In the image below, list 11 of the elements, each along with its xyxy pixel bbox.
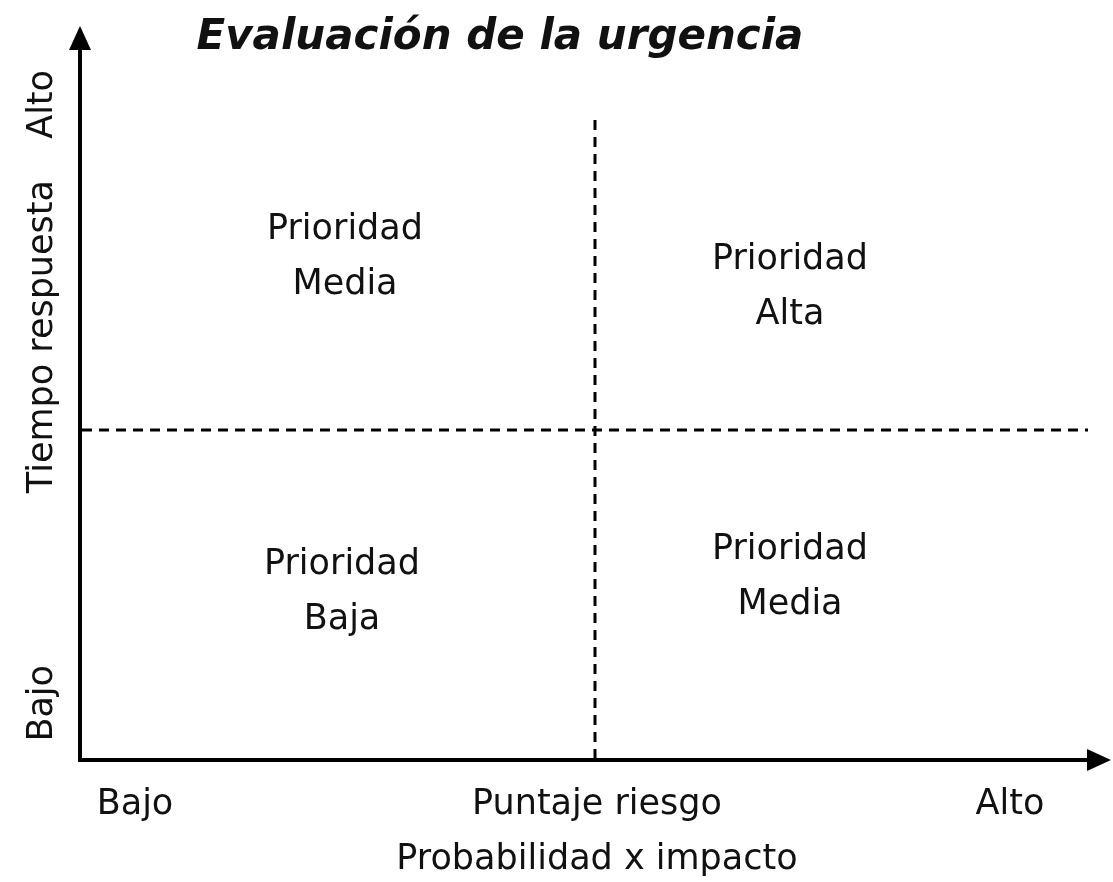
axis-label: Alto <box>974 781 1046 824</box>
quadrant-label: Prioridad Alta <box>711 236 869 334</box>
quadrant-label: Prioridad Media <box>711 526 869 624</box>
chart-title: Evaluación de la urgencia <box>195 9 805 61</box>
axis-label: Alto <box>20 70 60 139</box>
axis-label: Bajo <box>95 781 175 824</box>
axis-title: Puntaje riesgo Probabilidad x impacto <box>395 781 799 879</box>
quadrant-label: Prioridad Media <box>266 206 424 304</box>
axis-title: Tiempo respuesta <box>20 180 60 494</box>
quadrant-label: Prioridad Baja <box>263 541 421 639</box>
axis-label: Bajo <box>20 665 60 742</box>
